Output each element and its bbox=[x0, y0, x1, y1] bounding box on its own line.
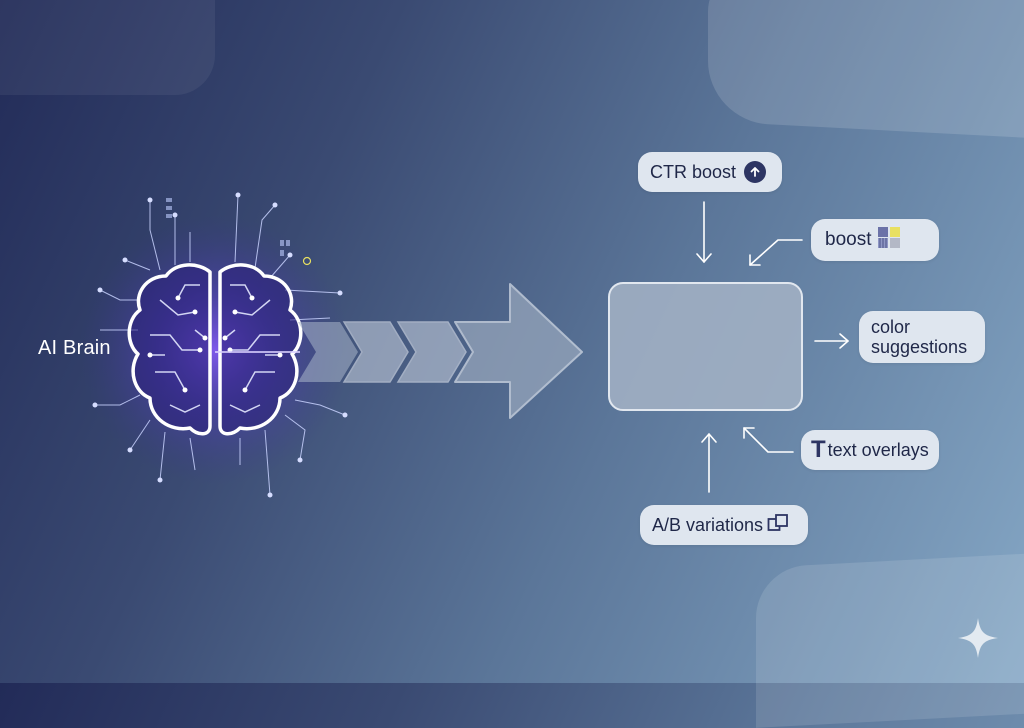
data-bars bbox=[166, 198, 290, 256]
arrow-ab bbox=[701, 433, 717, 493]
brain-label: AI Brain bbox=[38, 337, 111, 359]
color-suggestions-line2: suggestions bbox=[871, 337, 968, 357]
circuit-nodes bbox=[92, 192, 348, 498]
brain-left-circuits bbox=[150, 284, 206, 413]
text-overlays-pill: T text overlays bbox=[801, 430, 939, 470]
text-t-icon: T bbox=[811, 436, 826, 463]
flow-chevron-3 bbox=[396, 321, 467, 383]
sparkle-icon bbox=[958, 618, 998, 658]
boost-pill: boost bbox=[811, 219, 939, 261]
brain-right-circuits bbox=[224, 284, 280, 413]
ctr-boost-label: CTR boost bbox=[650, 162, 737, 182]
brain-illustration bbox=[80, 192, 350, 498]
color-grid-icon bbox=[877, 225, 901, 255]
brain-left-nodes bbox=[147, 295, 208, 393]
ab-variations-label: A/B variations bbox=[652, 515, 764, 535]
arrow-boost bbox=[749, 239, 803, 266]
brain-right-hemisphere bbox=[218, 263, 303, 436]
brain-glow bbox=[80, 215, 350, 485]
color-suggestions-line1: color bbox=[871, 317, 911, 337]
arrow-color bbox=[814, 333, 849, 349]
flow-arrows bbox=[298, 283, 583, 419]
flow-chevron-2 bbox=[342, 321, 409, 383]
accent-node bbox=[302, 256, 312, 266]
brain-left-hemisphere bbox=[127, 263, 212, 436]
flow-main-arrow bbox=[454, 283, 583, 419]
boost-label: boost bbox=[825, 229, 872, 250]
text-overlays-label: text overlays bbox=[827, 440, 929, 460]
flow-chevron-1 bbox=[298, 322, 358, 382]
arrow-ctr bbox=[696, 201, 712, 263]
arrow-up-circle-icon bbox=[744, 161, 767, 183]
connector-arrows bbox=[696, 201, 849, 493]
color-suggestions-pill: color suggestions bbox=[859, 311, 985, 363]
decorative-panel-top-left bbox=[0, 0, 215, 95]
arrow-text bbox=[743, 427, 794, 453]
copy-icon bbox=[767, 513, 791, 538]
diagram-canvas bbox=[80, 192, 849, 498]
ab-variations-pill: A/B variations bbox=[640, 505, 808, 545]
output-box bbox=[608, 282, 803, 411]
ctr-boost-pill: CTR boost bbox=[638, 152, 782, 192]
